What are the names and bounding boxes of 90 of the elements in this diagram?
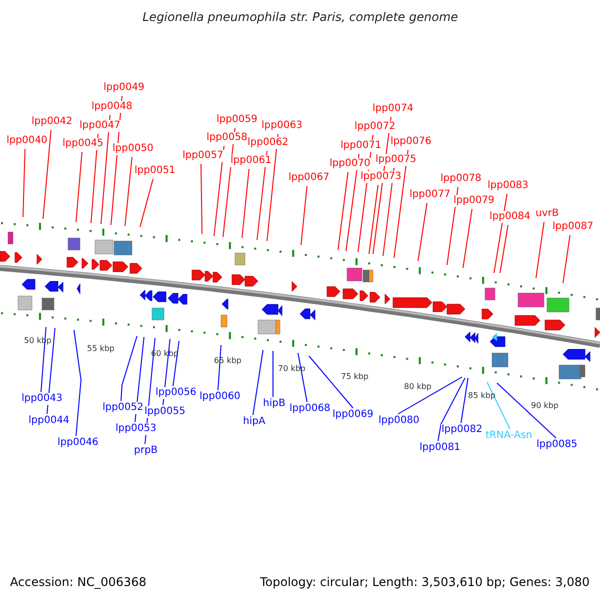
gene-label: lpp0048: [90, 101, 134, 113]
leader-line: [368, 184, 378, 254]
leader-line: [46, 328, 56, 414]
gene-label: lpp0071: [340, 140, 382, 152]
gene-label: lpp0082: [440, 424, 484, 436]
gene-label: lpp0055: [144, 406, 186, 418]
gene-label: lpp0074: [372, 103, 414, 115]
leader-line: [120, 336, 138, 402]
leader-line: [418, 202, 428, 262]
leader-line: [398, 376, 462, 414]
gene-label: lpp0075: [374, 154, 418, 166]
scale-label: 55 kbp: [87, 343, 115, 354]
gene-label: lpp0042: [30, 116, 74, 128]
leader-line: [90, 134, 98, 224]
gene-label: lpp0085: [536, 439, 578, 451]
gene-label: lpp0079: [452, 195, 496, 207]
gene-label: lpp0043: [20, 393, 64, 405]
leader-line: [42, 130, 52, 220]
gene-label: lpp0073: [360, 171, 402, 183]
leader-line: [74, 330, 82, 436]
leader-line: [308, 356, 354, 408]
leader-line: [214, 146, 224, 236]
gene-label: lpp0067: [288, 172, 330, 184]
gene-label: lpp0053: [114, 423, 158, 435]
leader-line: [124, 156, 132, 226]
leader-line: [300, 186, 308, 246]
gene-label: lpp0078: [440, 173, 482, 185]
gene-label: lpp0061: [230, 155, 272, 167]
gene-label: lpp0045: [62, 138, 104, 150]
gene-label: lpp0084: [488, 211, 532, 223]
leader-line: [134, 336, 144, 422]
leader-line: [438, 378, 466, 442]
genome-info-text: Topology: circular; Length: 3,503,610 bp; Genes: 3,080: [260, 575, 590, 590]
leader-line: [486, 382, 510, 430]
accession-text: Accession: NC_006368: [10, 575, 146, 590]
gene-label: lpp0058: [206, 132, 248, 144]
gene-label: lpp0047: [78, 120, 122, 132]
leader-line: [200, 164, 202, 234]
gene-label: lpp0057: [182, 150, 224, 162]
leader-line: [22, 148, 26, 218]
leader-line: [500, 224, 508, 274]
leader-line: [40, 326, 46, 392]
gene-label: lpp0049: [102, 82, 146, 94]
leader-line: [256, 150, 268, 240]
gene-label: lpp0077: [408, 189, 452, 201]
gene-label: lpp0076: [390, 136, 432, 148]
gene-label: lpp0040: [6, 135, 48, 147]
gene-label: lpp0080: [378, 415, 420, 427]
leader-line: [100, 114, 110, 224]
gene-label: lpp0063: [260, 120, 304, 132]
gene-label: lpp0059: [216, 114, 258, 126]
leader-line: [462, 208, 472, 268]
gene-label: lpp0060: [198, 391, 242, 403]
leader-line: [460, 378, 468, 424]
leader-line: [252, 350, 264, 416]
gene-label: lpp0051: [134, 165, 176, 177]
scale-label: 90 kbp: [531, 400, 559, 411]
leader-line: [172, 340, 180, 386]
leader-line: [272, 350, 274, 398]
leader-line: [382, 168, 394, 256]
leader-line: [394, 150, 408, 258]
gene-label: prpB: [133, 445, 159, 457]
gene-label: hipB: [262, 398, 286, 410]
leader-line: [496, 382, 556, 438]
gene-label: lpp0044: [28, 415, 70, 427]
leader-line: [346, 154, 360, 252]
gene-label: lpp0068: [288, 403, 332, 415]
scale-label: 75 kbp: [341, 371, 369, 382]
gene-label: lpp0083: [486, 180, 530, 192]
gene-label: lpp0056: [154, 387, 198, 399]
leader-line: [266, 134, 278, 242]
gene-label: lpp0070: [328, 158, 372, 170]
diagram-title: Legionella pneumophila str. Paris, complete genome: [142, 10, 458, 25]
leader-line: [536, 222, 544, 278]
gene-label: lpp0081: [418, 442, 462, 454]
leader-line: [562, 234, 570, 284]
gene-label: lpp0046: [56, 437, 100, 449]
leader-line: [76, 152, 82, 222]
gene-label: hipA: [242, 416, 266, 428]
leader-line: [140, 178, 154, 228]
gene-label: lpp0069: [332, 409, 374, 421]
scale-label: 80 kbp: [404, 381, 432, 392]
gene-label: lpp0072: [354, 121, 396, 133]
leader-line: [242, 168, 250, 238]
leader-line: [338, 172, 348, 250]
gene-label: lpp0050: [112, 143, 154, 155]
leader-line: [218, 344, 222, 390]
gene-label: lpp0062: [246, 137, 290, 149]
gene-label: lpp0052: [102, 402, 144, 414]
gene-label: lpp0087: [552, 221, 594, 233]
